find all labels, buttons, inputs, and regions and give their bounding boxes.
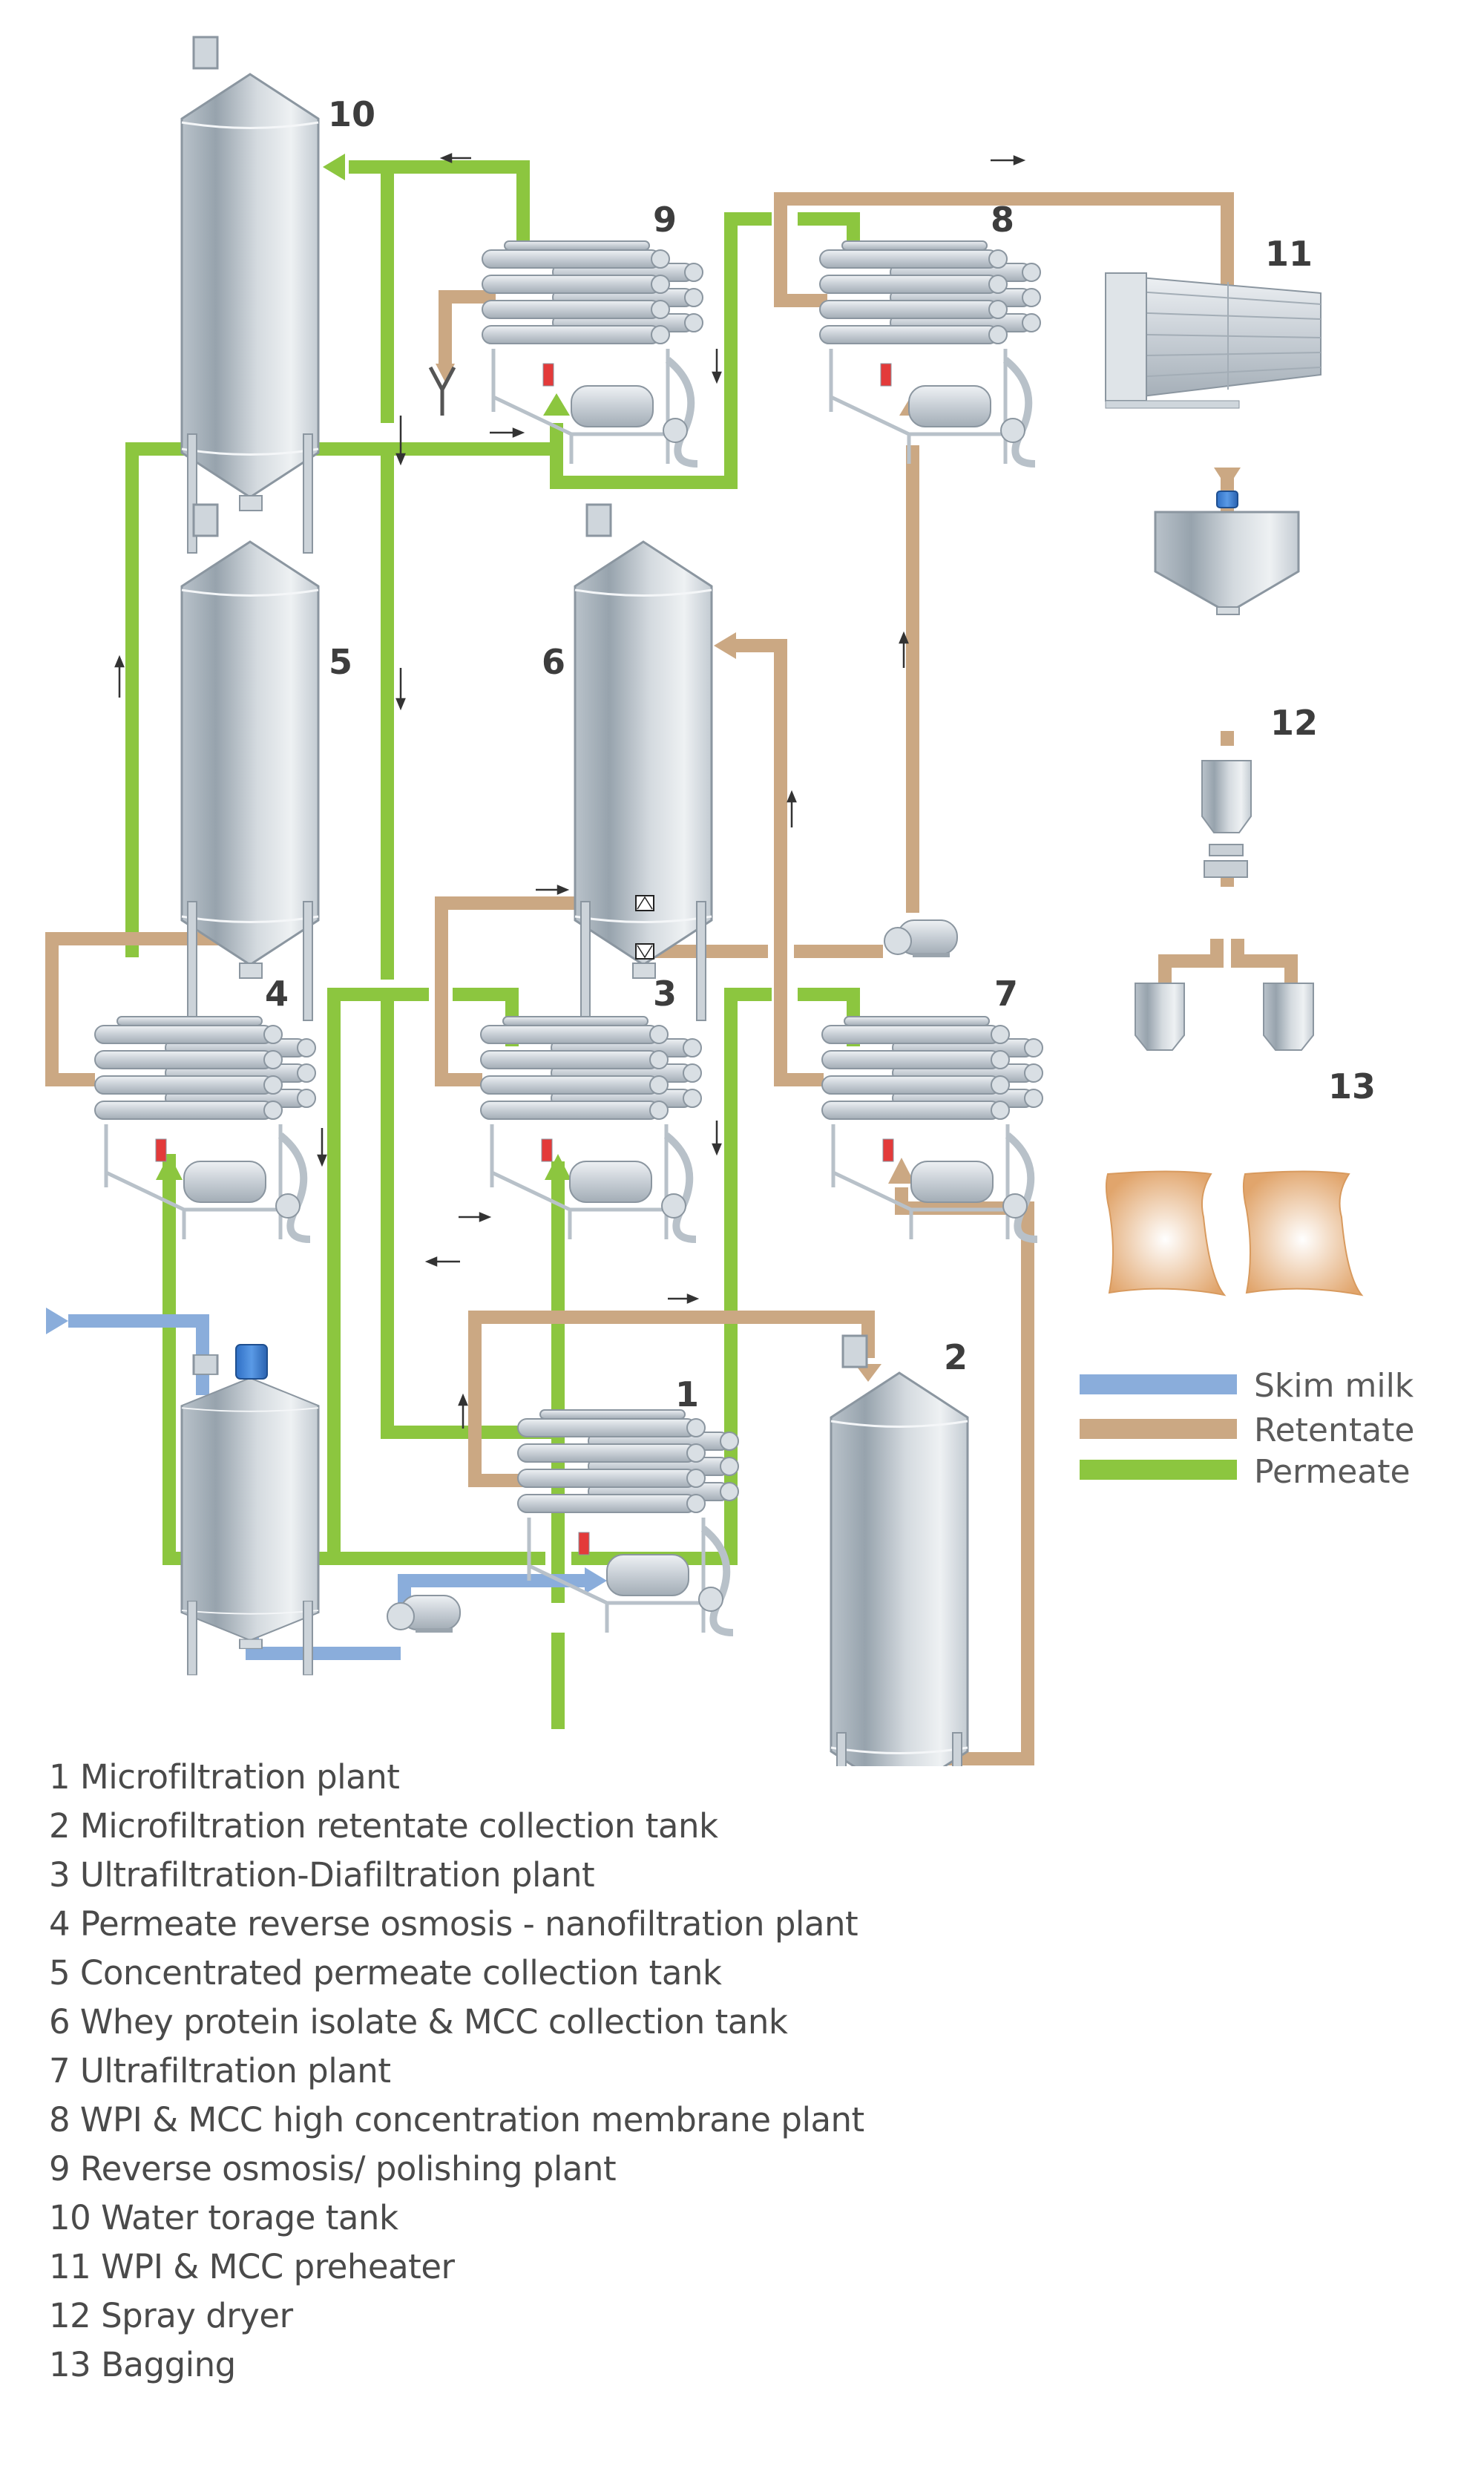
direction-arrow-left <box>439 153 471 163</box>
pipe-retentate-8-to-11 <box>774 192 1234 307</box>
direction-arrow-right <box>991 155 1026 165</box>
pipe-permeate-4-loop <box>162 1154 545 1565</box>
agitator-motor-icon <box>235 1344 268 1380</box>
bag-icon <box>1105 1170 1227 1296</box>
label-9: 9 <box>653 200 677 240</box>
key-item: 3 Ultrafiltration-Diafiltration plant <box>49 1855 595 1895</box>
spray-dryer-12 <box>1154 491 1300 878</box>
label-11: 11 <box>1265 234 1313 274</box>
pipe-skim-inlet <box>68 1314 209 1395</box>
key-item: 11 WPI & MCC preheater <box>49 2247 455 2286</box>
direction-arrow-down <box>395 668 406 711</box>
bagging-13 <box>1105 983 1364 1296</box>
label-13: 13 <box>1328 1066 1376 1106</box>
arrow-head-into-7 <box>888 1158 915 1184</box>
direction-arrow-up <box>787 790 797 827</box>
direction-arrow-up <box>458 1393 468 1429</box>
arrow-head-into-1 <box>585 1567 607 1594</box>
valve-lower[interactable] <box>635 943 654 960</box>
arrow-head-into-10 <box>323 154 345 180</box>
direction-arrow-up <box>114 655 125 698</box>
key-item: 1 Microfiltration plant <box>49 1757 400 1797</box>
pipe-permeate-9-loop-8 <box>550 212 772 489</box>
direction-arrow-down <box>712 1121 722 1156</box>
key-item: 13 Bagging <box>49 2345 236 2384</box>
key-item: 6 Whey protein isolate & MCC collection … <box>49 2002 788 2042</box>
equipment-key-list: 1 Microfiltration plant 2 Microfiltratio… <box>49 1753 864 2390</box>
flow-arrowheads <box>46 154 1241 1594</box>
label-2: 2 <box>944 1337 968 1377</box>
key-item: 10 Water torage tank <box>49 2198 398 2237</box>
legend-label-skim-milk: Skim milk <box>1254 1367 1414 1405</box>
pump-retentate <box>884 919 958 958</box>
arrow-head-into-4 <box>156 1154 183 1180</box>
key-item: 9 Reverse osmosis/ polishing plant <box>49 2149 617 2188</box>
plant-1-microfiltration <box>518 1410 738 1633</box>
tank-6-wpi-mcc-collection <box>574 503 713 1022</box>
arrow-head-into-12 <box>1214 468 1241 488</box>
pipe-permeate-4-to-9 <box>125 423 563 957</box>
tank-2-mf-retentate <box>830 1334 969 1766</box>
arrow-head-into-3 <box>545 1154 571 1180</box>
arrow-head-into-2 <box>855 1364 881 1382</box>
key-item: 2 Microfiltration retentate collection t… <box>49 1806 718 1846</box>
key-item: 12 Spray dryer <box>49 2296 293 2335</box>
label-1: 1 <box>675 1374 699 1414</box>
label-12: 12 <box>1270 703 1318 743</box>
plant-3-uf-df <box>481 1017 701 1239</box>
legend-label-retentate: Retentate <box>1254 1411 1414 1449</box>
pipe-retentate-7-to-6 <box>735 639 824 1086</box>
label-4: 4 <box>265 974 289 1014</box>
tank-skim-milk-balance <box>180 1354 320 1676</box>
direction-arrow-right <box>459 1212 492 1222</box>
direction-arrow-up <box>899 631 909 668</box>
label-5: 5 <box>329 642 352 682</box>
label-3: 3 <box>653 974 677 1014</box>
label-8: 8 <box>991 200 1014 240</box>
pipe-retentate-3-loop <box>435 896 644 1086</box>
direction-arrow-right <box>490 427 525 438</box>
legend: Skim milk Retentate Permeate <box>1080 1367 1414 1491</box>
plant-8-high-concentration <box>820 241 1040 464</box>
key-item: 5 Concentrated permeate collection tank <box>49 1953 722 1993</box>
direction-arrow-left <box>424 1256 460 1267</box>
pipe-retentate-13-split <box>1158 939 1298 983</box>
legend-label-permeate: Permeate <box>1254 1453 1411 1491</box>
drain-icon <box>428 366 456 416</box>
pipe-permeate-3-branch <box>327 988 429 1558</box>
valve-upper[interactable] <box>635 895 654 911</box>
direction-arrow-down <box>395 416 406 466</box>
pipe-retentate-9-drain <box>439 290 496 364</box>
key-item: 8 WPI & MCC high concentration membrane … <box>49 2100 864 2139</box>
pipe-permeate-9-to-10 <box>349 160 530 249</box>
direction-arrows <box>114 153 1026 1429</box>
direction-arrow-down <box>317 1128 327 1167</box>
preheater-11 <box>1105 272 1322 409</box>
direction-arrow-down <box>712 349 722 384</box>
direction-arrow-right <box>536 885 570 895</box>
legend-swatch-skim-milk <box>1080 1374 1237 1394</box>
arrow-head-drain <box>436 364 455 382</box>
legend-swatch-permeate <box>1080 1460 1237 1480</box>
key-item: 4 Permeate reverse osmosis - nanofiltrat… <box>49 1904 858 1944</box>
label-6: 6 <box>542 642 565 682</box>
plant-4-ro-nf <box>95 1017 315 1239</box>
pipe-retentate-1-to-2 <box>468 1311 875 1487</box>
label-10: 10 <box>328 94 375 134</box>
tank-10-water-storage <box>180 36 320 554</box>
direction-arrow-right <box>668 1293 700 1304</box>
arrow-head-into-9 <box>543 393 570 416</box>
label-7: 7 <box>994 974 1018 1014</box>
arrow-head-skim-inlet <box>46 1308 68 1334</box>
arrow-head-into-6 <box>714 632 736 659</box>
process-flow-diagram: 10 9 8 11 5 6 12 4 3 7 13 1 2 Skim milk … <box>45 36 1414 1766</box>
retentate-pipes <box>45 192 1298 1765</box>
key-item: 7 Ultrafiltration plant <box>49 2051 391 2090</box>
legend-swatch-retentate <box>1080 1419 1237 1439</box>
bag-icon <box>1242 1170 1364 1296</box>
